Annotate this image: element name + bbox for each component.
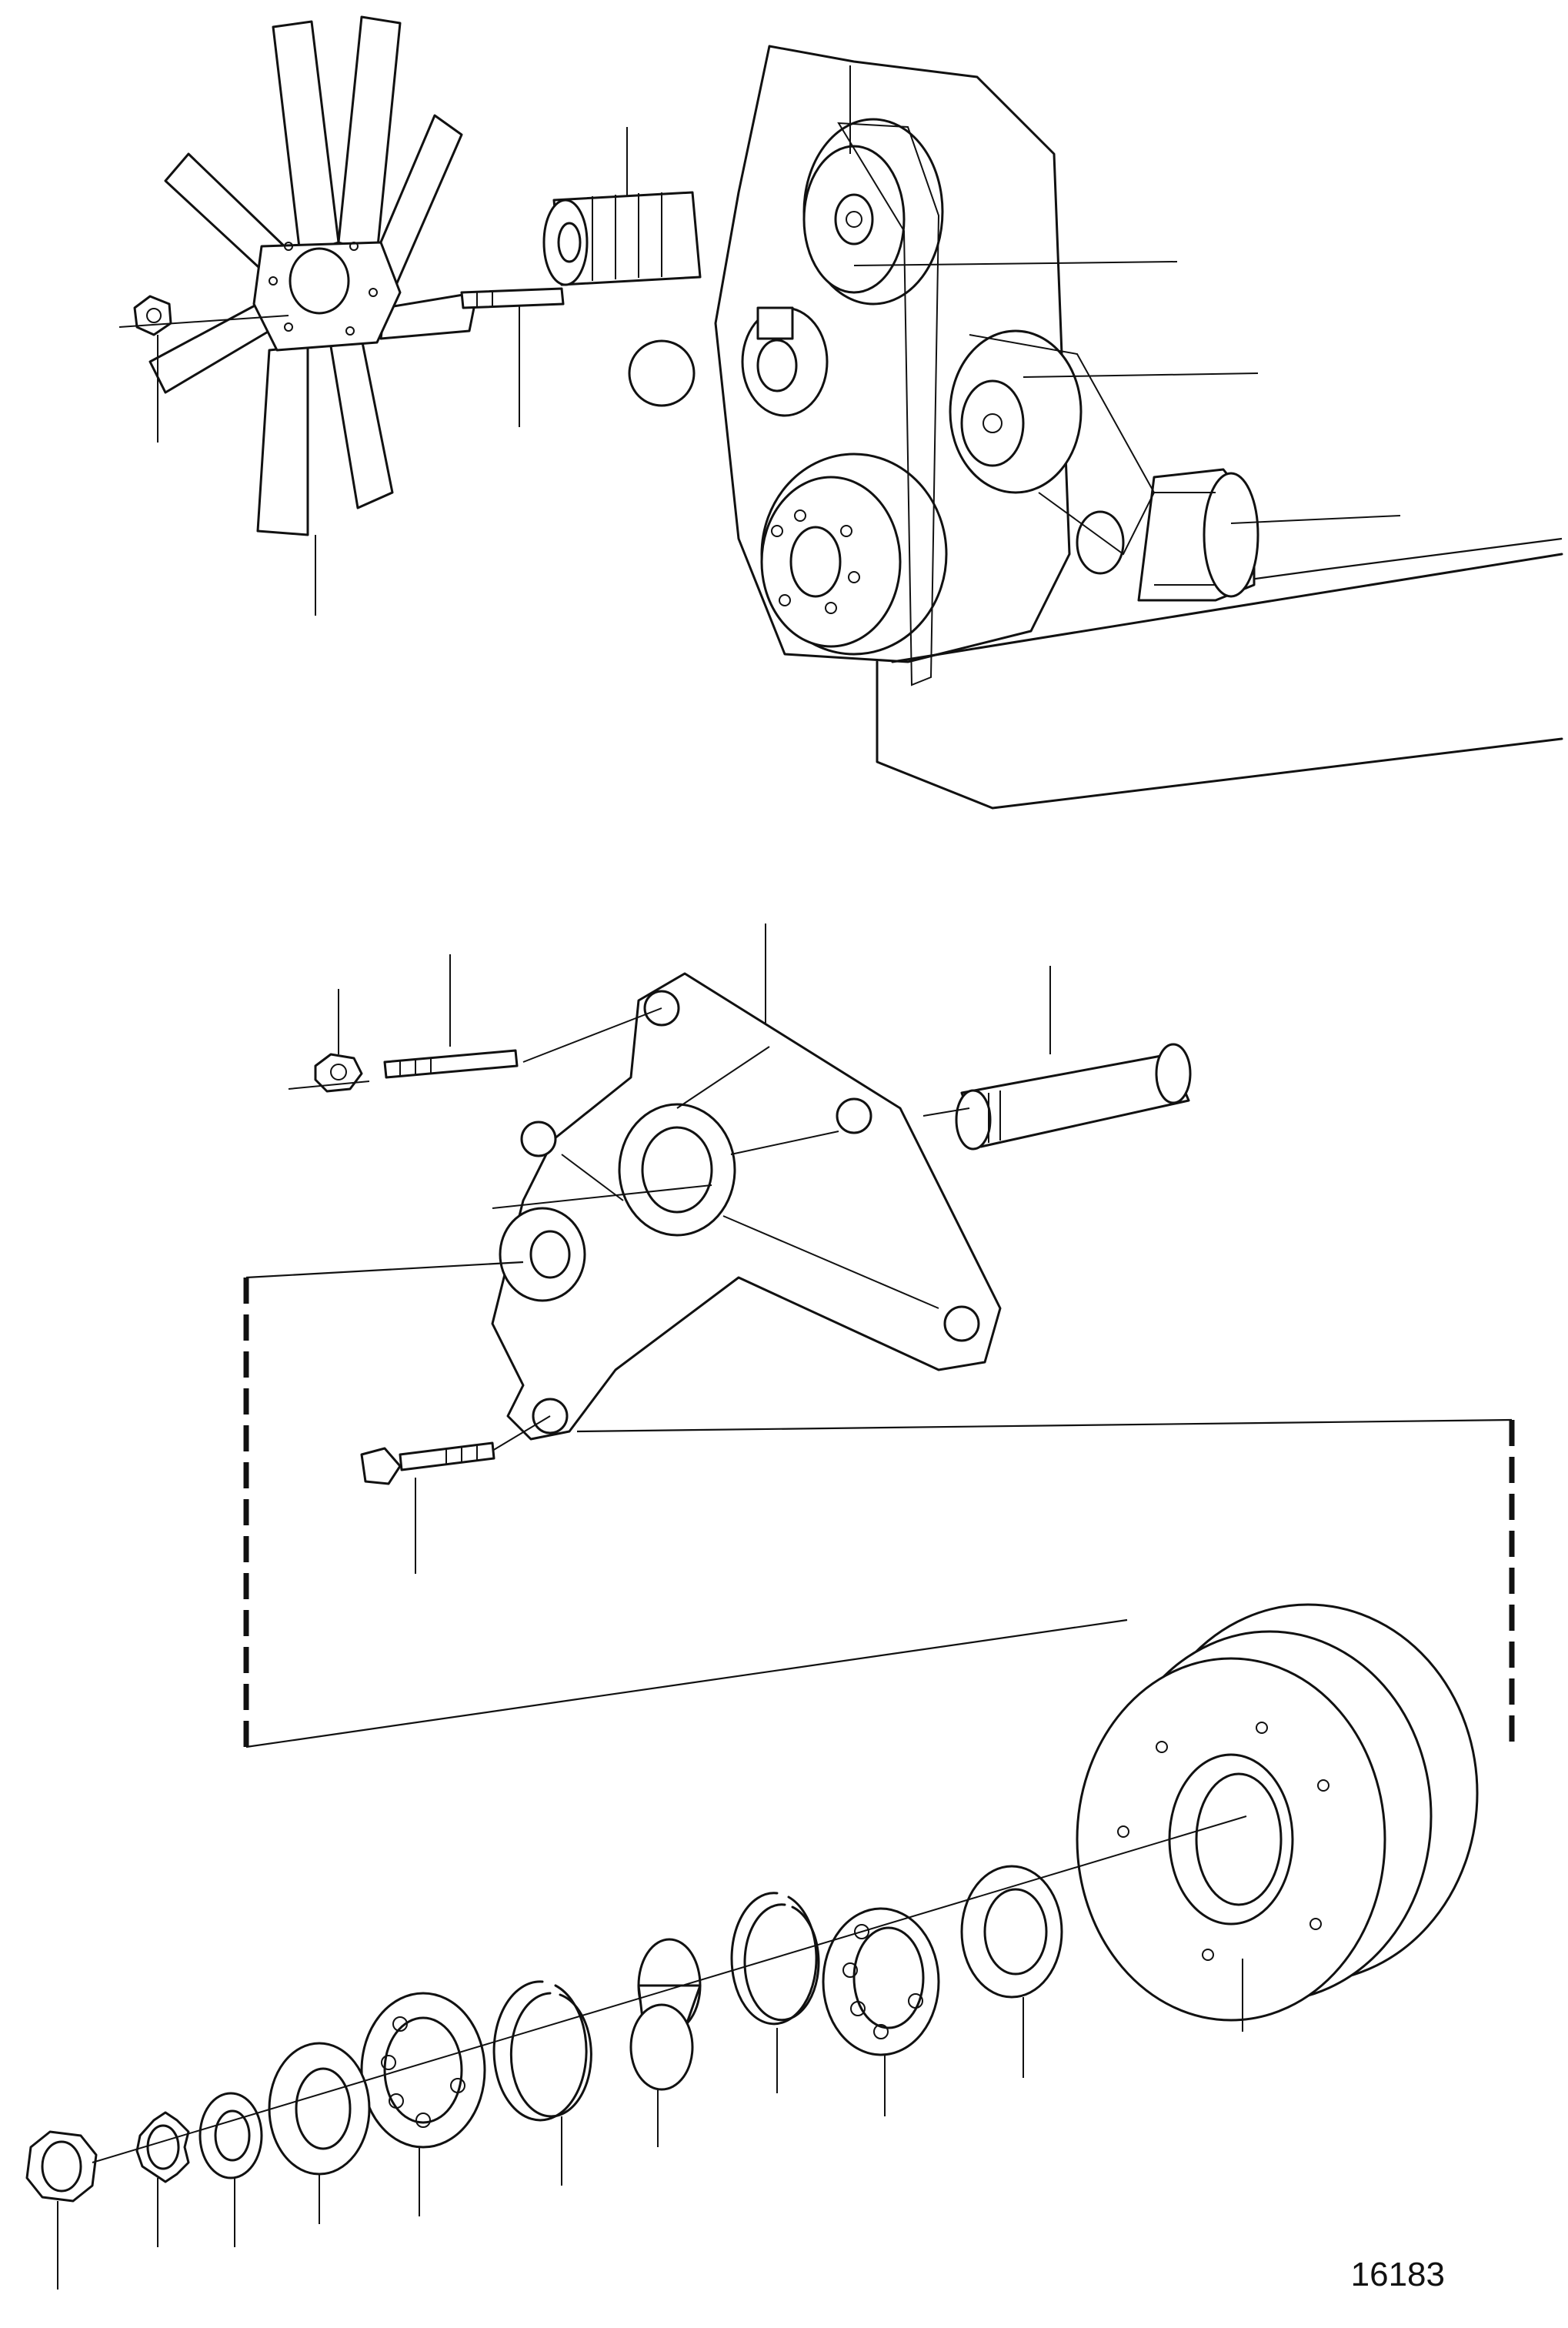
bracket-leader-lines bbox=[288, 924, 1051, 1574]
fan-nut bbox=[133, 295, 172, 336]
fan-spacer bbox=[542, 191, 702, 286]
washer bbox=[199, 2092, 263, 2179]
tab-lock-washer bbox=[135, 2111, 190, 2183]
bracket-bolt bbox=[360, 1441, 495, 1485]
circlip-right bbox=[730, 1892, 820, 2026]
figure-number: 16183 bbox=[1350, 2256, 1445, 2293]
belt-tensioner bbox=[741, 306, 829, 417]
alternator bbox=[1076, 468, 1259, 602]
circlip-left bbox=[492, 1980, 592, 2122]
ball-bearing-left bbox=[360, 1992, 486, 2149]
bracket-stud bbox=[383, 1049, 519, 1079]
fan-stud bbox=[460, 287, 565, 309]
ball-bearing-right bbox=[822, 1907, 940, 2056]
top-leader-lines bbox=[118, 65, 1401, 616]
crankshaft-pulley bbox=[760, 453, 948, 656]
dashed-alignment-frame bbox=[243, 1261, 1515, 1749]
large-drive-pulley bbox=[1076, 1603, 1479, 2022]
seal-ring-left bbox=[268, 2042, 371, 2176]
tensioner-bracket bbox=[491, 972, 1002, 1441]
pulley-hex-nut bbox=[25, 2130, 98, 2203]
idler-shaft bbox=[955, 1043, 1192, 1151]
detail-circle bbox=[628, 339, 696, 407]
bottom-leader-lines bbox=[57, 1815, 1247, 2290]
seal-ring-right bbox=[960, 1865, 1063, 1999]
bracket-nut bbox=[314, 1053, 363, 1093]
drive-belts bbox=[837, 122, 1156, 686]
camshaft-pulley bbox=[802, 118, 944, 306]
fan-blade-assembly bbox=[148, 15, 479, 536]
spacer-sleeve bbox=[629, 1938, 702, 2091]
alternator-pulley bbox=[949, 329, 1083, 494]
